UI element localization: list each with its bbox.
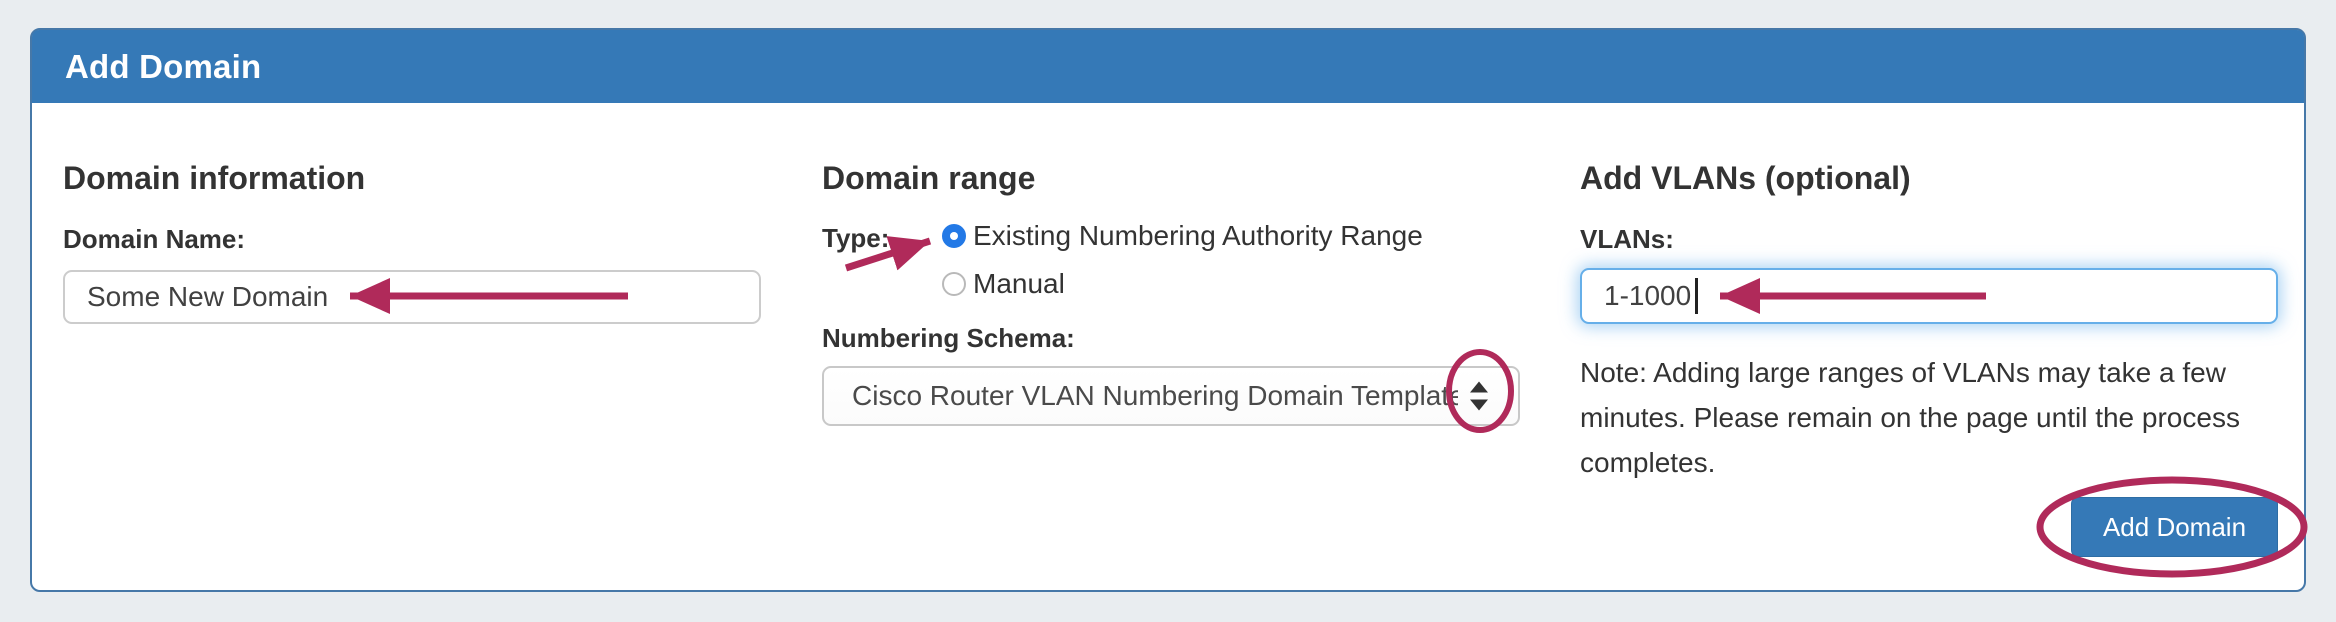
radio-row-manual: Manual — [942, 268, 1423, 300]
chevron-down-icon — [1470, 399, 1488, 411]
button-row: Add Domain — [1580, 497, 2278, 557]
domain-name-input[interactable] — [63, 270, 761, 324]
section-domain-range: Domain range Type: Existing Numbering Au… — [822, 103, 1520, 590]
add-vlans-heading: Add VLANs (optional) — [1580, 160, 1911, 196]
section-add-vlans: Add VLANs (optional) VLANs: Note: Adding… — [1580, 103, 2278, 590]
vlans-label: VLANs: — [1580, 224, 1674, 254]
radio-label-manual[interactable]: Manual — [973, 268, 1065, 299]
domain-information-heading: Domain information — [63, 160, 366, 196]
chevron-up-icon — [1470, 381, 1488, 393]
panel-title: Add Domain — [65, 47, 262, 85]
vlans-input[interactable] — [1580, 268, 2278, 324]
numbering-schema-label: Numbering Schema: — [822, 323, 1075, 353]
numbering-schema-selected-value: Cisco Router VLAN Numbering Domain Templ… — [852, 380, 1458, 411]
radio-existing-numbering-authority-range[interactable] — [942, 224, 966, 248]
domain-range-heading: Domain range — [822, 160, 1036, 196]
vlans-note: Note: Adding large ranges of VLANs may t… — [1580, 357, 2240, 478]
panel-body: Domain information Domain Name: Domain r… — [32, 103, 2304, 590]
type-field: Type: Existing Numbering Authority Range… — [822, 220, 1520, 300]
radio-manual[interactable] — [942, 272, 966, 296]
vlans-input-wrap — [1580, 268, 2278, 324]
domain-name-input-wrap — [63, 270, 761, 324]
add-domain-panel: Add Domain Domain information Domain Nam… — [30, 28, 2306, 592]
panel-header: Add Domain — [32, 30, 2304, 103]
select-stepper-icon — [1470, 381, 1488, 411]
type-radio-group: Existing Numbering Authority Range Manua… — [942, 220, 1423, 300]
type-label: Type: — [822, 223, 890, 253]
radio-label-existing-range[interactable]: Existing Numbering Authority Range — [973, 220, 1423, 251]
numbering-schema-select[interactable]: Cisco Router VLAN Numbering Domain Templ… — [822, 366, 1520, 426]
radio-row-existing-range: Existing Numbering Authority Range — [942, 220, 1423, 252]
domain-name-label: Domain Name: — [63, 224, 246, 254]
text-caret — [1695, 278, 1698, 314]
section-domain-information: Domain information Domain Name: — [63, 103, 761, 590]
add-domain-button[interactable]: Add Domain — [2071, 497, 2278, 557]
